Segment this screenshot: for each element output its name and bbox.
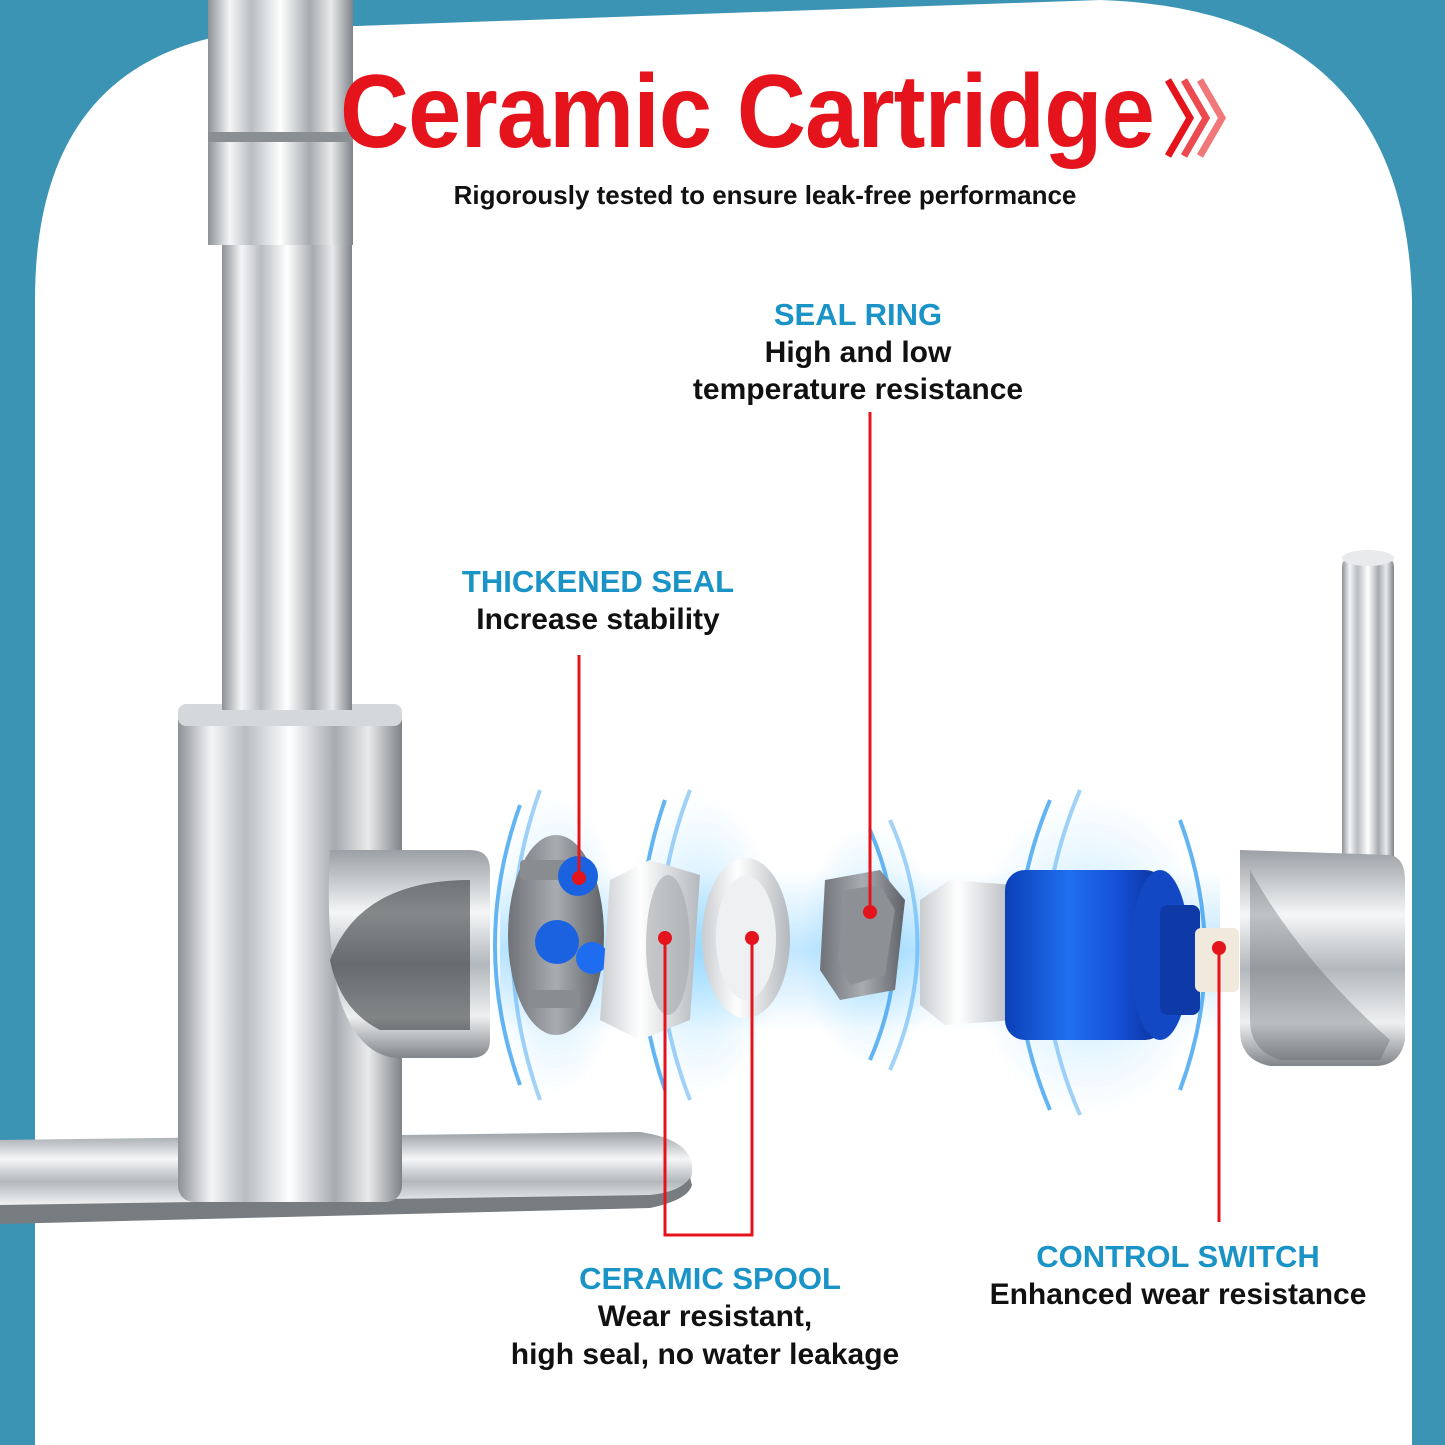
control-switch-part: [920, 870, 1239, 1040]
page-title: Ceramic Cartridge: [340, 54, 1155, 170]
pointer-lines: [577, 412, 1221, 1237]
ceramic-spool-heading: CERAMIC SPOOL: [579, 1261, 841, 1296]
seal-ring-desc-line1: High and low: [764, 336, 952, 369]
chevron-right-icon: [1164, 78, 1227, 158]
ceramic-spool-desc-line1: Wear resistant,: [597, 1300, 813, 1333]
page-subtitle: Rigorously tested to ensure leak-free pe…: [453, 180, 1077, 210]
thickened-seal-heading: THICKENED SEAL: [461, 564, 735, 599]
pointer-dots: [572, 871, 1226, 955]
seal-ring-heading: SEAL RING: [773, 297, 943, 332]
control-switch-heading: CONTROL SWITCH: [1036, 1239, 1320, 1274]
seal-ring-desc-line2: temperature resistance: [692, 373, 1024, 406]
control-switch-desc: Enhanced wear resistance: [989, 1278, 1367, 1311]
faucet-lever-handle: [1240, 550, 1405, 1066]
thickened-seal-desc: Increase stability: [476, 603, 720, 636]
faucet-body: [178, 0, 490, 1202]
ceramic-spool-desc-line2: high seal, no water leakage: [510, 1338, 900, 1371]
seal-ring-part: [820, 870, 905, 1000]
